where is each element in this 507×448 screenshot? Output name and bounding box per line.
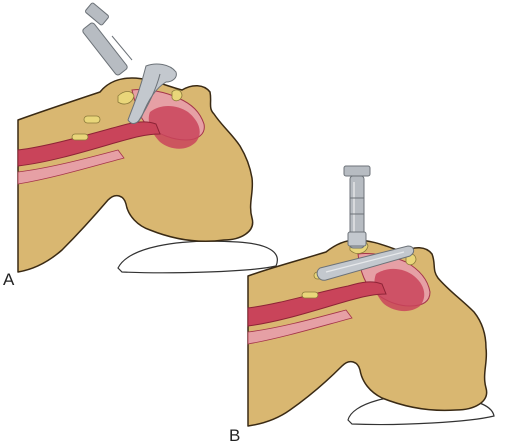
laryngoscope-a bbox=[82, 2, 177, 124]
tissue-a-2 bbox=[71, 133, 89, 141]
tongue-a bbox=[148, 106, 200, 149]
tissue-b-2 bbox=[301, 291, 319, 299]
laryngoscope-b bbox=[316, 165, 415, 281]
esophagus-a bbox=[17, 149, 125, 185]
tissue-a-4 bbox=[171, 89, 183, 102]
tissue-a-3 bbox=[117, 91, 135, 105]
panel-label-b: B bbox=[229, 426, 241, 445]
tissue-a-1 bbox=[83, 115, 101, 124]
tongue-b bbox=[374, 268, 425, 312]
panel-b-illustration bbox=[247, 165, 495, 427]
pillow-a bbox=[117, 240, 278, 274]
panel-label-a: A bbox=[3, 270, 15, 289]
panel-a-illustration bbox=[17, 2, 278, 274]
esophagus-b bbox=[247, 309, 353, 345]
